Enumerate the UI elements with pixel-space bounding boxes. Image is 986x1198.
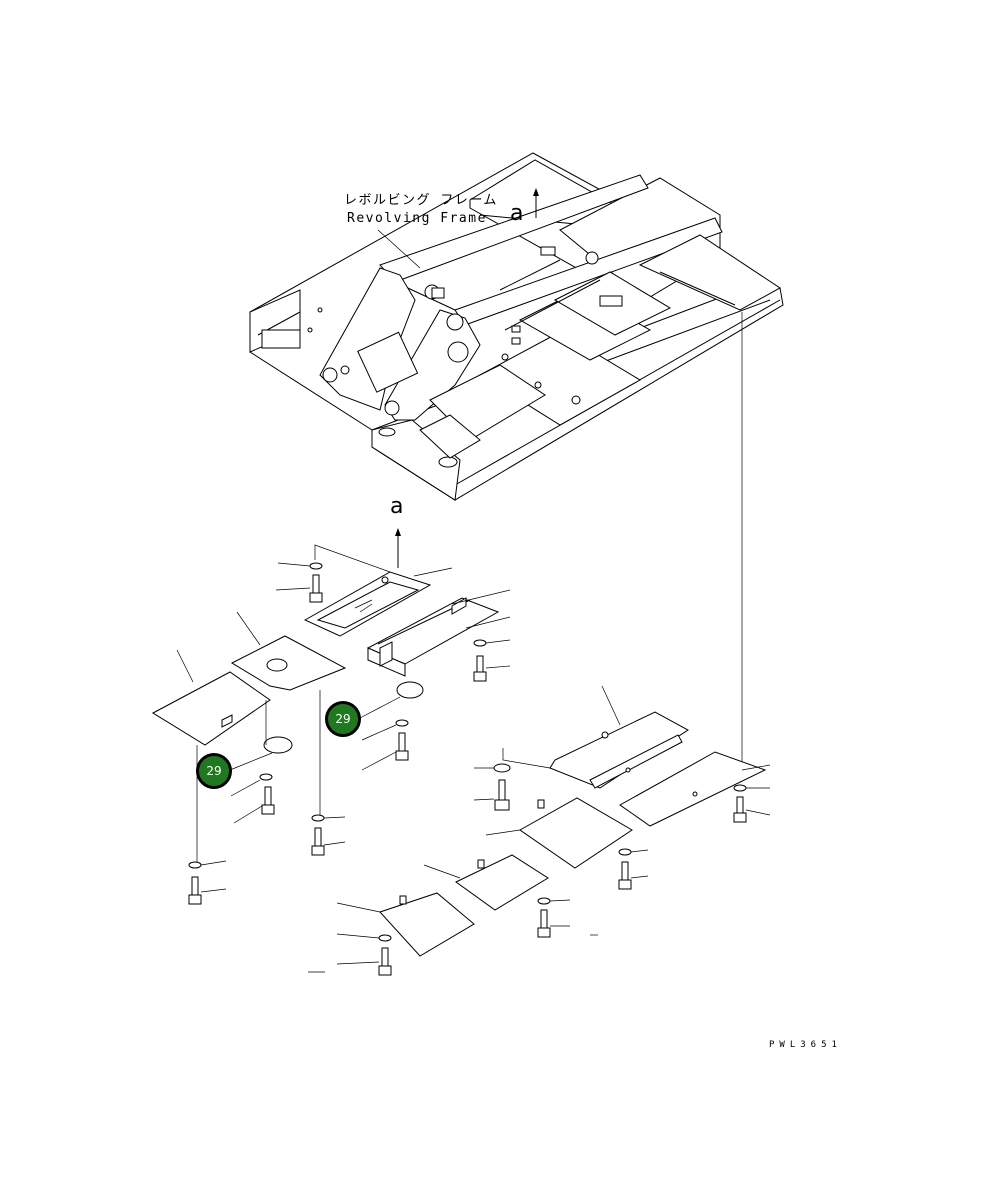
- drawing-code: PWL3651: [769, 1040, 842, 1050]
- frame-label-english: Revolving Frame: [347, 211, 487, 226]
- view-mark-a-lower: a: [390, 494, 404, 519]
- cover-plates: [151, 544, 771, 957]
- part-callout-29-right[interactable]: 29: [325, 701, 361, 737]
- view-arrow-a: [395, 528, 401, 568]
- view-mark-a-upper: a: [510, 201, 524, 226]
- bolts-and-washers: [188, 562, 771, 976]
- part-callout-29-left[interactable]: 29: [196, 753, 232, 789]
- frame-label-japanese: レボルビング フレーム: [344, 193, 498, 208]
- revolving-frame-drawing: [249, 152, 784, 501]
